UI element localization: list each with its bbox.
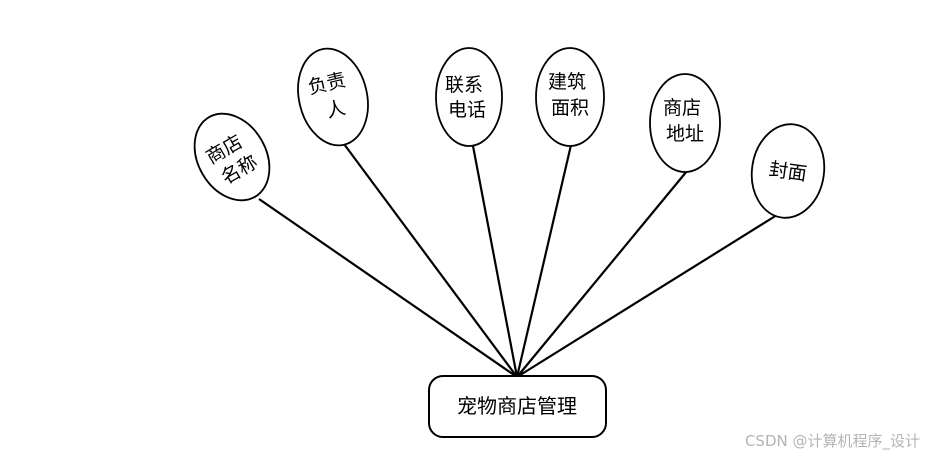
connector-lines [258,143,778,378]
svg-text:商店 地址: 商店 地址 [663,97,707,145]
attribute-floor-area: 建筑 面积 [535,47,605,147]
attribute-label-line: 面积 [551,97,589,119]
attribute-label-line: 联系 [445,74,483,96]
attribute-ellipse [535,47,605,147]
entity-label: 宠物商店管理 [457,394,577,418]
attribute-contact-phone: 联系 电话 [435,47,503,147]
attribute-label-line: 人 [324,97,347,123]
attribute-cover: 封面 [750,123,826,219]
attribute-label-line: 封面 [768,158,809,185]
attribute-manager: 负责 人 [297,47,369,147]
svg-text:建筑 面积: 建筑 面积 [548,71,592,119]
watermark: CSDN @计算机程序_设计 [744,432,920,450]
connector-store-address [516,170,688,378]
connector-store-name [258,198,518,378]
attribute-label-line: 电话 [448,99,486,121]
connector-cover [516,214,778,378]
attribute-ellipse [750,123,826,219]
attribute-ellipse [435,47,503,147]
attribute-store-name: 商店 名称 [193,112,271,202]
attribute-store-address: 商店 地址 [649,73,721,173]
connector-floor-area [515,144,573,378]
attribute-label-line: 商店 [663,97,701,119]
attribute-ellipse [649,73,721,173]
attribute-ellipse [193,112,271,202]
connector-contact-phone [471,145,519,378]
attribute-label-line: 地址 [666,123,704,145]
entity-box [428,375,607,438]
svg-text:封面: 封面 [768,158,809,185]
attribute-ellipse [297,47,369,147]
connector-manager [343,143,518,378]
entity-pet-store-management: 宠物商店管理 [428,375,607,438]
svg-text:联系 电话: 联系 电话 [445,74,489,121]
attribute-label-line: 建筑 [548,71,586,93]
